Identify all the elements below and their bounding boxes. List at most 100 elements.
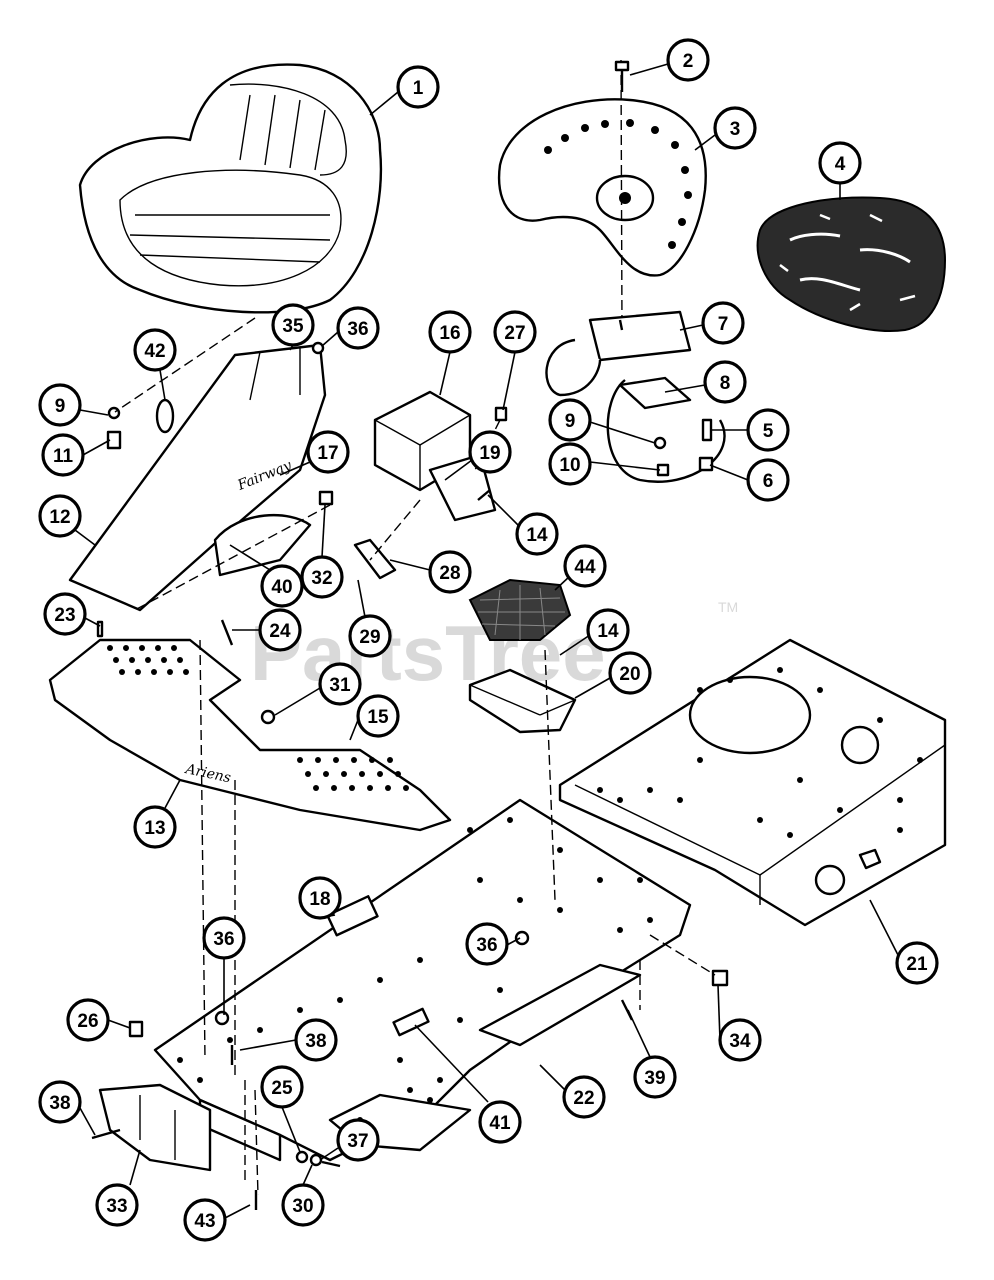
svg-text:13: 13 (144, 818, 165, 839)
svg-text:40: 40 (271, 577, 292, 598)
svg-text:14: 14 (597, 621, 619, 642)
svg-text:19: 19 (479, 443, 500, 464)
bolt-part (614, 60, 630, 92)
svg-text:10: 10 (559, 455, 580, 476)
cushion-part (756, 196, 947, 332)
callout-36b: 36 (202, 916, 246, 960)
callout-19: 19 (468, 430, 512, 474)
callout-29: 29 (348, 614, 392, 658)
callout-11: 11 (41, 433, 85, 477)
svg-text:3: 3 (730, 119, 741, 140)
callout-15: 15 (356, 694, 400, 738)
leader-lines (74, 63, 899, 1219)
svg-text:5: 5 (763, 421, 774, 442)
svg-text:37: 37 (347, 1131, 368, 1152)
callout-13: 13 (133, 805, 177, 849)
callout-22: 22 (562, 1075, 606, 1119)
svg-text:36: 36 (213, 929, 234, 950)
svg-text:43: 43 (194, 1211, 215, 1232)
svg-text:21: 21 (906, 954, 928, 975)
svg-text:12: 12 (49, 507, 70, 528)
callout-9a: 9 (38, 383, 82, 427)
svg-text:11: 11 (53, 446, 74, 467)
seat-bracket-part (545, 310, 726, 483)
housing-part (558, 638, 947, 927)
svg-text:34: 34 (729, 1031, 751, 1052)
svg-text:4: 4 (835, 154, 846, 175)
callout-23: 23 (43, 592, 87, 636)
svg-text:14: 14 (526, 525, 548, 546)
svg-text:8: 8 (720, 373, 731, 394)
callout-43: 43 (183, 1198, 227, 1242)
callout-14a: 14 (515, 512, 559, 556)
svg-text:35: 35 (282, 316, 304, 337)
callout-37: 37 (336, 1118, 380, 1162)
callout-7: 7 (701, 301, 745, 345)
hardware (91, 319, 729, 1210)
callout-26: 26 (66, 998, 110, 1042)
svg-text:9: 9 (565, 411, 576, 432)
callout-42: 42 (133, 328, 177, 372)
callouts: 1 2 3 4 35 36 42 16 27 7 9 11 17 19 8 9 … (38, 38, 939, 1242)
callout-8: 8 (703, 360, 747, 404)
callout-20: 20 (608, 651, 652, 695)
svg-text:36: 36 (476, 935, 497, 956)
callout-32: 32 (300, 555, 344, 599)
callout-38a: 38 (294, 1018, 338, 1062)
callout-18: 18 (298, 876, 342, 920)
callout-44: 44 (563, 544, 607, 588)
svg-text:27: 27 (504, 323, 525, 344)
svg-text:2: 2 (683, 51, 694, 72)
svg-text:36: 36 (347, 319, 368, 340)
callout-38b: 38 (38, 1080, 82, 1124)
bracket-33-part (98, 1083, 212, 1172)
callout-3: 3 (713, 106, 757, 150)
svg-text:44: 44 (574, 557, 596, 578)
callout-39: 39 (633, 1055, 677, 1099)
callout-24: 24 (258, 608, 302, 652)
svg-text:9: 9 (55, 396, 66, 417)
svg-text:32: 32 (311, 568, 332, 589)
callout-36: 36 (336, 306, 380, 350)
callout-14b: 14 (586, 608, 630, 652)
svg-text:38: 38 (49, 1093, 70, 1114)
svg-text:7: 7 (718, 314, 729, 335)
watermark-trademark: TM (718, 599, 738, 615)
svg-text:17: 17 (317, 443, 338, 464)
svg-text:31: 31 (329, 675, 351, 696)
callout-4: 4 (818, 141, 862, 185)
callout-36c: 36 (465, 922, 509, 966)
callout-9b: 9 (548, 398, 592, 442)
svg-text:30: 30 (292, 1196, 313, 1217)
box-20-part (468, 668, 577, 734)
svg-text:18: 18 (309, 889, 330, 910)
assembly-lines (114, 317, 716, 1196)
callout-33: 33 (95, 1183, 139, 1227)
pan-seat-part (497, 59, 707, 331)
svg-text:41: 41 (489, 1113, 511, 1134)
callout-27: 27 (493, 310, 537, 354)
callout-31: 31 (318, 662, 362, 706)
callout-35: 35 (271, 303, 315, 347)
callout-21: 21 (895, 941, 939, 985)
svg-text:26: 26 (77, 1011, 98, 1032)
latch-part (353, 538, 397, 580)
plate-19-part (428, 453, 497, 522)
svg-text:16: 16 (439, 323, 460, 344)
callout-1: 1 (396, 65, 440, 109)
callout-30: 30 (281, 1183, 325, 1227)
svg-text:25: 25 (271, 1078, 293, 1099)
callout-16: 16 (428, 310, 472, 354)
svg-text:33: 33 (106, 1196, 127, 1217)
callout-6: 6 (746, 458, 790, 502)
svg-text:23: 23 (54, 605, 75, 626)
callout-5: 5 (746, 408, 790, 452)
callout-28: 28 (428, 550, 472, 594)
svg-text:20: 20 (619, 664, 640, 685)
callout-12: 12 (38, 494, 82, 538)
svg-text:39: 39 (644, 1068, 665, 1089)
callout-17: 17 (306, 430, 350, 474)
svg-text:29: 29 (359, 627, 380, 648)
plate-part (618, 376, 692, 410)
